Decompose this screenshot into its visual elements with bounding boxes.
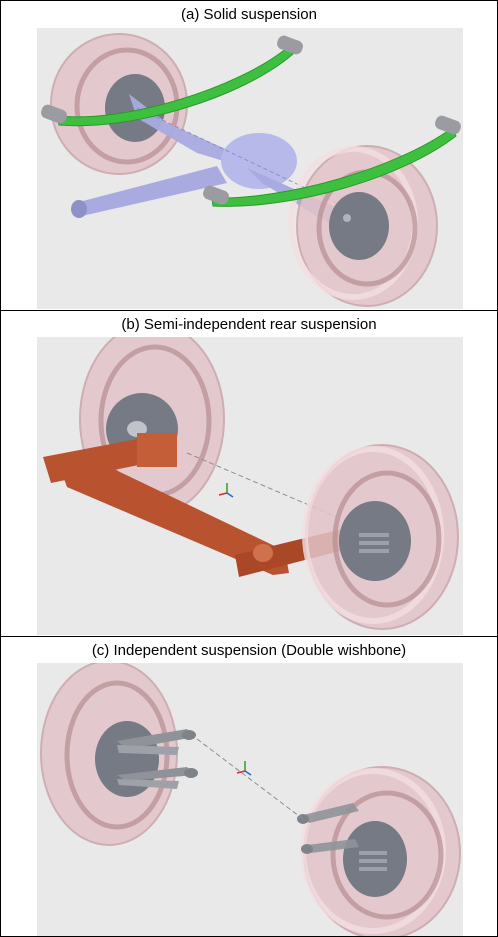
leaf-spring-left (41, 35, 303, 127)
panel-solid-suspension: (a) Solid suspension (1, 1, 497, 311)
panel-independent-suspension: (c) Independent suspension (Double wishb… (1, 637, 497, 936)
shackle (203, 185, 229, 205)
right-wheel (302, 444, 459, 630)
leaf-spring-right (203, 115, 461, 207)
panel-caption: (b) Semi-independent rear suspension (121, 316, 377, 333)
double-wishbone-left (117, 729, 198, 789)
shackle (435, 115, 461, 135)
cad-viewport (37, 28, 463, 309)
cad-viewport (37, 663, 463, 936)
axis-triad (218, 483, 234, 498)
hub (329, 192, 389, 260)
panel-caption: (a) Solid suspension (181, 6, 317, 23)
cad-viewport (37, 337, 463, 635)
right-wheel (300, 766, 461, 936)
independent-suspension-drawing (40, 663, 461, 936)
solid-suspension-drawing (41, 33, 461, 307)
right-wheel (288, 145, 438, 307)
differential (221, 133, 297, 189)
shackle (277, 35, 303, 55)
shackle (41, 104, 67, 124)
axis-triad (236, 761, 252, 776)
double-wishbone-right (196, 738, 359, 854)
panel-caption: (c) Independent suspension (Double wishb… (91, 642, 407, 659)
panel-semi-independent-suspension: (b) Semi-independent rear suspension (1, 311, 497, 637)
semi-independent-suspension-drawing (43, 337, 459, 630)
